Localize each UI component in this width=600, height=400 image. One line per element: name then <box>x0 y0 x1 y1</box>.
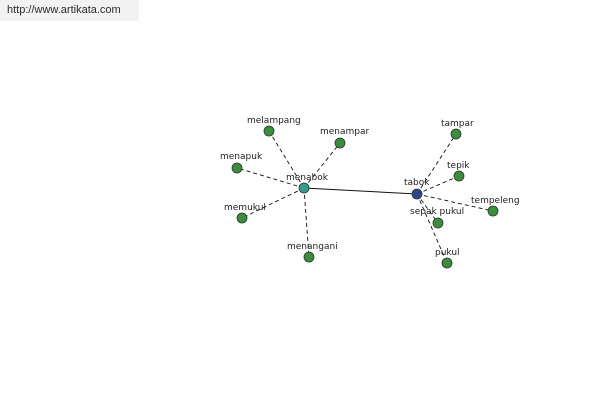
node-memukul[interactable] <box>236 212 248 224</box>
edge-tabok-tepik <box>416 175 460 195</box>
url-banner: http://www.artikata.com <box>0 0 139 21</box>
node-tempeleng[interactable] <box>487 205 499 217</box>
node-label-tampar[interactable]: tampar <box>441 119 474 129</box>
node-tabok[interactable] <box>411 188 423 200</box>
edge-layer <box>236 130 494 264</box>
node-label-sepak-pukul[interactable]: sepak pukul <box>410 207 464 217</box>
edge-tabok-tampar <box>416 133 457 195</box>
node-label-memukul[interactable]: memukul <box>224 203 266 213</box>
node-label-menapuk[interactable]: menapuk <box>220 152 263 162</box>
edge-tabok-sepak-pukul <box>416 193 439 224</box>
edge-menabok-tabok <box>303 187 418 195</box>
node-menapuk[interactable] <box>231 162 243 174</box>
edge-tabok-tempeleng <box>416 193 494 212</box>
node-sepak-pukul[interactable] <box>432 217 444 229</box>
node-label-tepik[interactable]: tepik <box>447 161 470 171</box>
node-label-pukul[interactable]: pukul <box>435 248 460 258</box>
node-label-menampar[interactable]: menampar <box>320 127 370 137</box>
edge-menabok-menangani <box>303 187 310 258</box>
node-melampang[interactable] <box>263 125 275 137</box>
node-pukul[interactable] <box>441 257 453 269</box>
node-label-tabok[interactable]: tabok <box>404 178 430 188</box>
node-label-menangani[interactable]: menangani <box>287 242 338 252</box>
url-text[interactable]: http://www.artikata.com <box>7 4 121 16</box>
node-menampar[interactable] <box>334 137 346 149</box>
node-menabok[interactable] <box>298 182 310 194</box>
edge-menabok-memukul <box>241 187 305 219</box>
edge-menabok-menapuk <box>236 167 305 189</box>
node-label-melampang[interactable]: melampang <box>247 116 301 126</box>
edge-tabok-pukul <box>416 193 448 264</box>
node-layer <box>231 125 499 269</box>
label-layer: menabok tabok melampang menampar menapuk memu… <box>220 116 520 258</box>
edge-menabok-menampar <box>303 142 341 189</box>
node-label-tempeleng[interactable]: tempeleng <box>471 196 520 206</box>
node-tampar[interactable] <box>450 128 462 140</box>
node-label-menabok[interactable]: menabok <box>286 173 329 183</box>
node-tepik[interactable] <box>453 170 465 182</box>
node-menangani[interactable] <box>303 251 315 263</box>
